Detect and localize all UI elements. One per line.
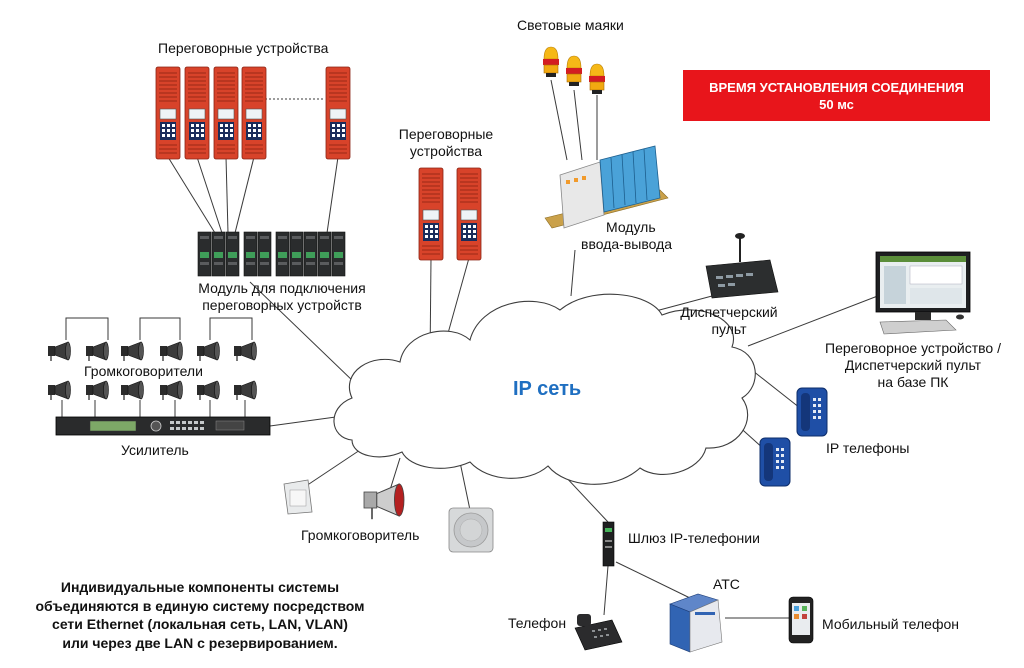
intercom-panel-icon <box>325 66 351 160</box>
ip-network-cloud <box>333 293 756 485</box>
label-intercom-mid: Переговорные устройства <box>398 126 494 159</box>
horn-speaker-icon <box>85 341 110 362</box>
banner-value: 50 мс <box>819 96 854 112</box>
horn-speaker-icon <box>47 341 72 362</box>
label-io-module-line2: ввода-вывода <box>581 236 673 252</box>
intercom-panel-icon <box>213 66 239 160</box>
warning-beacon-icon <box>565 55 583 87</box>
desk-phone-icon <box>574 614 623 651</box>
gateway-icon <box>602 521 615 567</box>
intercom-group-top <box>155 66 351 160</box>
horn-speaker-icon <box>363 483 405 520</box>
horn-speaker-icon <box>159 341 184 362</box>
horn-speaker-icon <box>120 341 145 362</box>
intercom-panel-icon <box>456 167 482 261</box>
banner-title: ВРЕМЯ УСТАНОВЛЕНИЯ СОЕДИНЕНИЯ <box>709 79 964 95</box>
label-pbx: АТС <box>713 576 740 592</box>
label-phone: Телефон <box>508 615 567 631</box>
intercom-connection-module-icon <box>197 231 346 277</box>
label-beacons: Световые маяки <box>517 17 624 33</box>
label-mobile-phone: Мобильный телефон <box>822 616 959 632</box>
smartphone-icon <box>788 596 814 644</box>
wall-speaker-icon <box>283 479 313 515</box>
horn-speaker-icon <box>159 380 184 401</box>
horn-speaker-icon <box>85 380 110 401</box>
din-rail-module-icon <box>544 145 669 229</box>
pc-monitor-icon <box>875 251 971 335</box>
label-ip-network: IP сеть <box>513 378 582 400</box>
intercom-group-mid <box>418 167 482 261</box>
label-intercom-top: Переговорные устройства <box>158 40 329 56</box>
wall-phone-icon <box>759 437 791 487</box>
label-ip-phones: IP телефоны <box>826 440 910 456</box>
horn-speaker-icon <box>233 341 258 362</box>
horn-speaker-icon <box>120 380 145 401</box>
label-speakers-group: Громкоговорители <box>84 363 203 379</box>
label-intercom-module: Модуль для подключения переговорных устр… <box>198 280 366 313</box>
label-dispatch-console: Диспетчерский пульт <box>680 304 778 337</box>
label-amplifier: Усилитель <box>121 442 189 458</box>
horn-speaker-icon <box>196 341 221 362</box>
ethernet-note: Индивидуальные компоненты системы объеди… <box>35 579 365 651</box>
label-io-module-line1: Модуль <box>606 219 656 235</box>
horn-speaker-icon <box>47 380 72 401</box>
horn-speaker-icon <box>196 380 221 401</box>
pbx-server-icon <box>669 593 723 653</box>
intercom-panel-icon <box>241 66 267 160</box>
ceiling-speaker-icon <box>448 507 494 553</box>
wall-phone-icon <box>796 387 828 437</box>
horn-speaker-icon <box>233 380 258 401</box>
amplifier-rack-icon <box>55 416 271 436</box>
desk-microphone-icon <box>705 233 779 299</box>
warning-beacon-icon <box>542 46 560 78</box>
intercom-panel-icon <box>418 167 444 261</box>
warning-beacon-icon <box>588 63 606 95</box>
label-voip-gateway: Шлюз IP-телефонии <box>628 530 760 546</box>
intercom-panel-icon <box>155 66 181 160</box>
intercom-panel-icon <box>184 66 210 160</box>
label-pc-station: Переговорное устройство / Диспетчерский … <box>825 340 1001 390</box>
connection-time-banner: ВРЕМЯ УСТАНОВЛЕНИЯ СОЕДИНЕНИЯ 50 мс <box>683 70 990 121</box>
label-loudspeaker: Громкоговоритель <box>301 527 420 543</box>
